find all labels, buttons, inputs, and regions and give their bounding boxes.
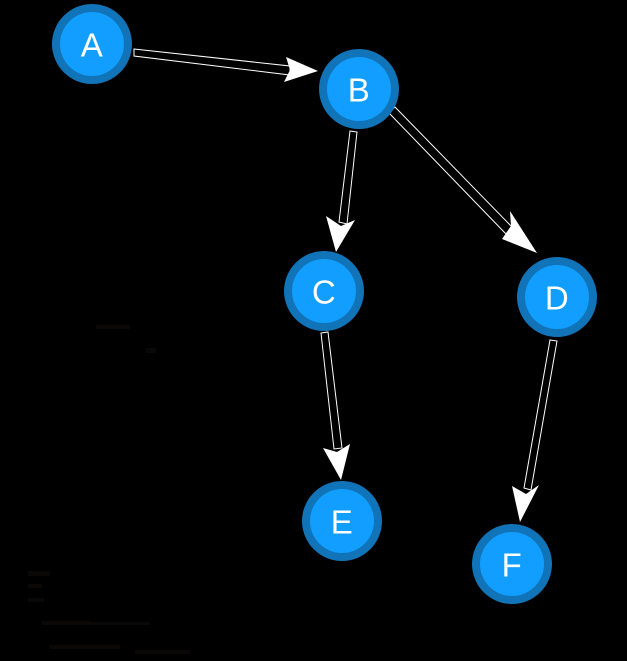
node-d-label: D <box>545 280 569 317</box>
edge-b-c-arrowhead <box>326 216 355 252</box>
node-b[interactable]: B <box>319 49 399 129</box>
node-layer: A B C D E F <box>52 4 597 604</box>
edge-c-e-shaft <box>320 331 343 450</box>
edge-d-f[interactable] <box>512 339 558 522</box>
node-e-core <box>310 489 374 553</box>
edge-c-e-arrowhead <box>323 444 350 480</box>
edge-c-e[interactable] <box>320 331 350 480</box>
node-f-core <box>480 532 544 596</box>
edge-a-b[interactable] <box>133 48 318 82</box>
node-d-core <box>525 265 589 329</box>
node-e-label: E <box>331 504 354 541</box>
node-f[interactable]: F <box>472 524 552 604</box>
node-a-label: A <box>81 27 104 64</box>
node-c-core <box>292 259 356 323</box>
node-a[interactable]: A <box>52 4 132 84</box>
edge-d-f-arrowhead <box>512 485 539 522</box>
edge-b-c[interactable] <box>326 130 358 252</box>
node-c-label: C <box>312 274 336 311</box>
node-c[interactable]: C <box>284 251 364 331</box>
node-e[interactable]: E <box>302 481 382 561</box>
background-noise <box>28 325 190 654</box>
node-f-label: F <box>502 547 523 584</box>
edge-a-b-arrowhead <box>284 57 318 82</box>
edge-d-f-shaft <box>523 339 558 491</box>
edge-b-d-arrowhead <box>502 211 537 253</box>
node-d[interactable]: D <box>517 257 597 337</box>
node-a-core <box>60 12 124 76</box>
node-b-core <box>327 57 391 121</box>
node-b-label: B <box>348 72 371 109</box>
